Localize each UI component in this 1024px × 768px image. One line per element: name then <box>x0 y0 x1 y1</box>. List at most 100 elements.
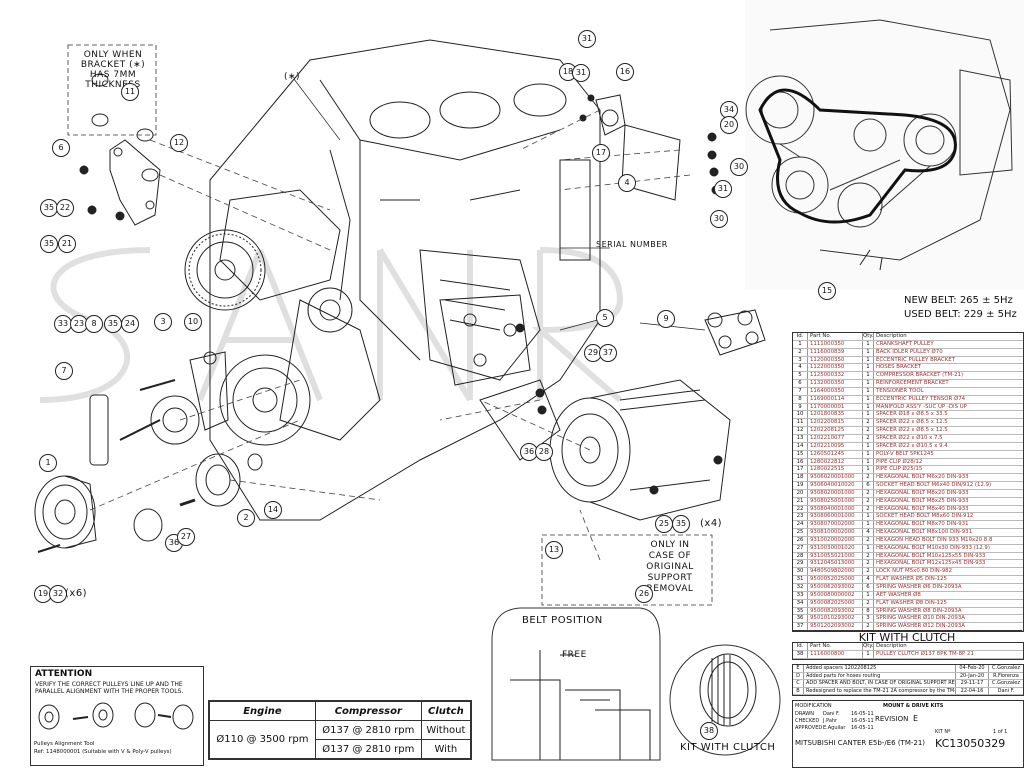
revision-author: Dani F. <box>988 687 1023 695</box>
part-description: CRANKSHAFT PULLEY <box>876 340 934 347</box>
part-description: BACK IDLER PULLEY Ø70 <box>876 348 943 355</box>
part-id: 24 <box>793 521 808 529</box>
part-id: 17 <box>793 466 808 474</box>
kit-header-desc: Description <box>876 643 907 649</box>
callout-38: 38 <box>700 722 718 740</box>
part-qty: 2 <box>863 474 874 482</box>
manifold <box>704 309 766 356</box>
kit-part-id: 38 <box>793 651 808 658</box>
kit-header-id: Id. <box>793 643 808 650</box>
part-id: 5 <box>793 372 808 380</box>
revision-label: REVISION <box>875 715 909 723</box>
part-description: REINFORCEMENT BRACKET <box>876 380 949 387</box>
modification-label: MODIFICATION <box>795 703 832 709</box>
belt-frequency-box: NEW BELT: 265 ± 5Hz USED BELT: 229 ± 5Hz <box>904 294 1017 322</box>
mount-kits-label: MOUNT & DRIVE KITS <box>883 703 944 709</box>
revision-date: 22-04-16 <box>955 687 988 695</box>
revision-author: C.Gonzalez <box>988 680 1023 687</box>
part-qty: 1 <box>863 450 874 458</box>
spec-header-row: Engine Compressor Clutch <box>209 701 472 721</box>
callout-17: 17 <box>592 144 610 162</box>
callout-5: 5 <box>596 309 614 327</box>
callout-31: 31 <box>578 30 596 48</box>
belt-position-frame <box>491 607 661 761</box>
part-number: 1132000350 <box>808 380 863 387</box>
checked-by: J.Pahr <box>823 718 838 724</box>
spec-row-2: Ø137 @ 2810 rpm With <box>210 739 472 759</box>
revision-id: C <box>793 680 804 687</box>
part-qty: 1 <box>863 411 874 419</box>
part-qty: 2 <box>863 568 874 576</box>
part-number: 1202210095 <box>808 442 863 450</box>
part-number: 9500052025000 <box>808 576 863 583</box>
part-qty: 1 <box>863 348 874 356</box>
belt-routing-line <box>758 88 957 224</box>
revision-author: R.Fiorenza <box>988 672 1023 680</box>
part-number: 1122000350 <box>808 364 863 372</box>
part-qty: 2 <box>863 552 874 560</box>
part-id: 33 <box>793 591 808 599</box>
only-case-note: ONLY IN CASE OF ORIGINAL SUPPORT REMOVAL <box>630 540 710 595</box>
part-qty: 2 <box>863 489 874 497</box>
callout-3: 3 <box>154 313 172 331</box>
part-number: 9310030001020 <box>808 544 863 552</box>
part-id: 14 <box>793 442 808 450</box>
idler-pulley <box>133 453 263 542</box>
front-pulley <box>219 287 353 446</box>
revision-date: 04-Feb-20 <box>955 665 988 672</box>
part-number: 1202208125 <box>808 427 863 434</box>
part-id: 10 <box>793 411 808 419</box>
callout-14: 14 <box>264 501 282 519</box>
part-qty: 4 <box>863 529 874 536</box>
part-qty: 2 <box>863 560 874 568</box>
part-id: 25 <box>793 529 808 536</box>
approved-label: APPROVED <box>795 725 823 731</box>
belt-indicator-arrow <box>859 249 883 271</box>
part-id: 20 <box>793 489 808 497</box>
bracket-note-line-1: ONLY WHEN BRACKET (∗) <box>80 50 146 70</box>
callout-9: 9 <box>657 310 675 328</box>
callout-26: 26 <box>635 585 653 603</box>
belt-position-title: BELT POSITION <box>522 615 603 626</box>
serial-number-label: SERIAL NUMBER <box>596 240 668 249</box>
part-id: 34 <box>793 599 808 607</box>
part-description: TENSIONER TOOL <box>876 387 924 394</box>
part-qty: 2 <box>863 599 874 607</box>
revision-text: Redesigned to replace the TM-21 2A compr… <box>806 687 955 694</box>
part-number: 9500062093002 <box>808 584 863 591</box>
part-description: MANIFOLD ASS'Y -SUC UP -DIS UP <box>876 403 967 410</box>
part-id: 35 <box>793 607 808 615</box>
part-number: 9306040010020 <box>808 482 863 489</box>
part-id: 26 <box>793 536 808 544</box>
crankshaft-pulley <box>34 475 97 553</box>
header-description: Description <box>876 333 907 339</box>
part-number: 1111000350 <box>808 340 863 348</box>
only-case-line-1: ONLY IN <box>650 540 690 550</box>
new-belt-label: NEW BELT: <box>904 295 957 306</box>
callout-7: 7 <box>55 362 73 380</box>
kit-header-part: Part No. <box>808 643 863 650</box>
spec-row-1: Ø110 @ 3500 rpm Ø137 @ 2810 rpm Without <box>209 720 472 759</box>
callout-25: 25 <box>655 515 673 533</box>
kit-header-qty: Qty. <box>863 643 874 650</box>
part-qty: 1 <box>863 387 874 395</box>
revision-author: C.Gonzalez <box>988 665 1023 672</box>
part-qty: 2 <box>863 427 874 434</box>
only-case-box <box>541 534 713 606</box>
checked-date: 16-05-11 <box>851 718 874 724</box>
attention-text: VERIFY THE CORRECT PULLEYS LINE UP AND T… <box>35 681 184 695</box>
tensioner-group <box>89 351 229 466</box>
alignment-tool-illustration <box>38 702 194 730</box>
spec-header-compressor: Compressor <box>314 701 422 721</box>
tool-label: Pulleys Alignment Tool <box>34 741 95 747</box>
